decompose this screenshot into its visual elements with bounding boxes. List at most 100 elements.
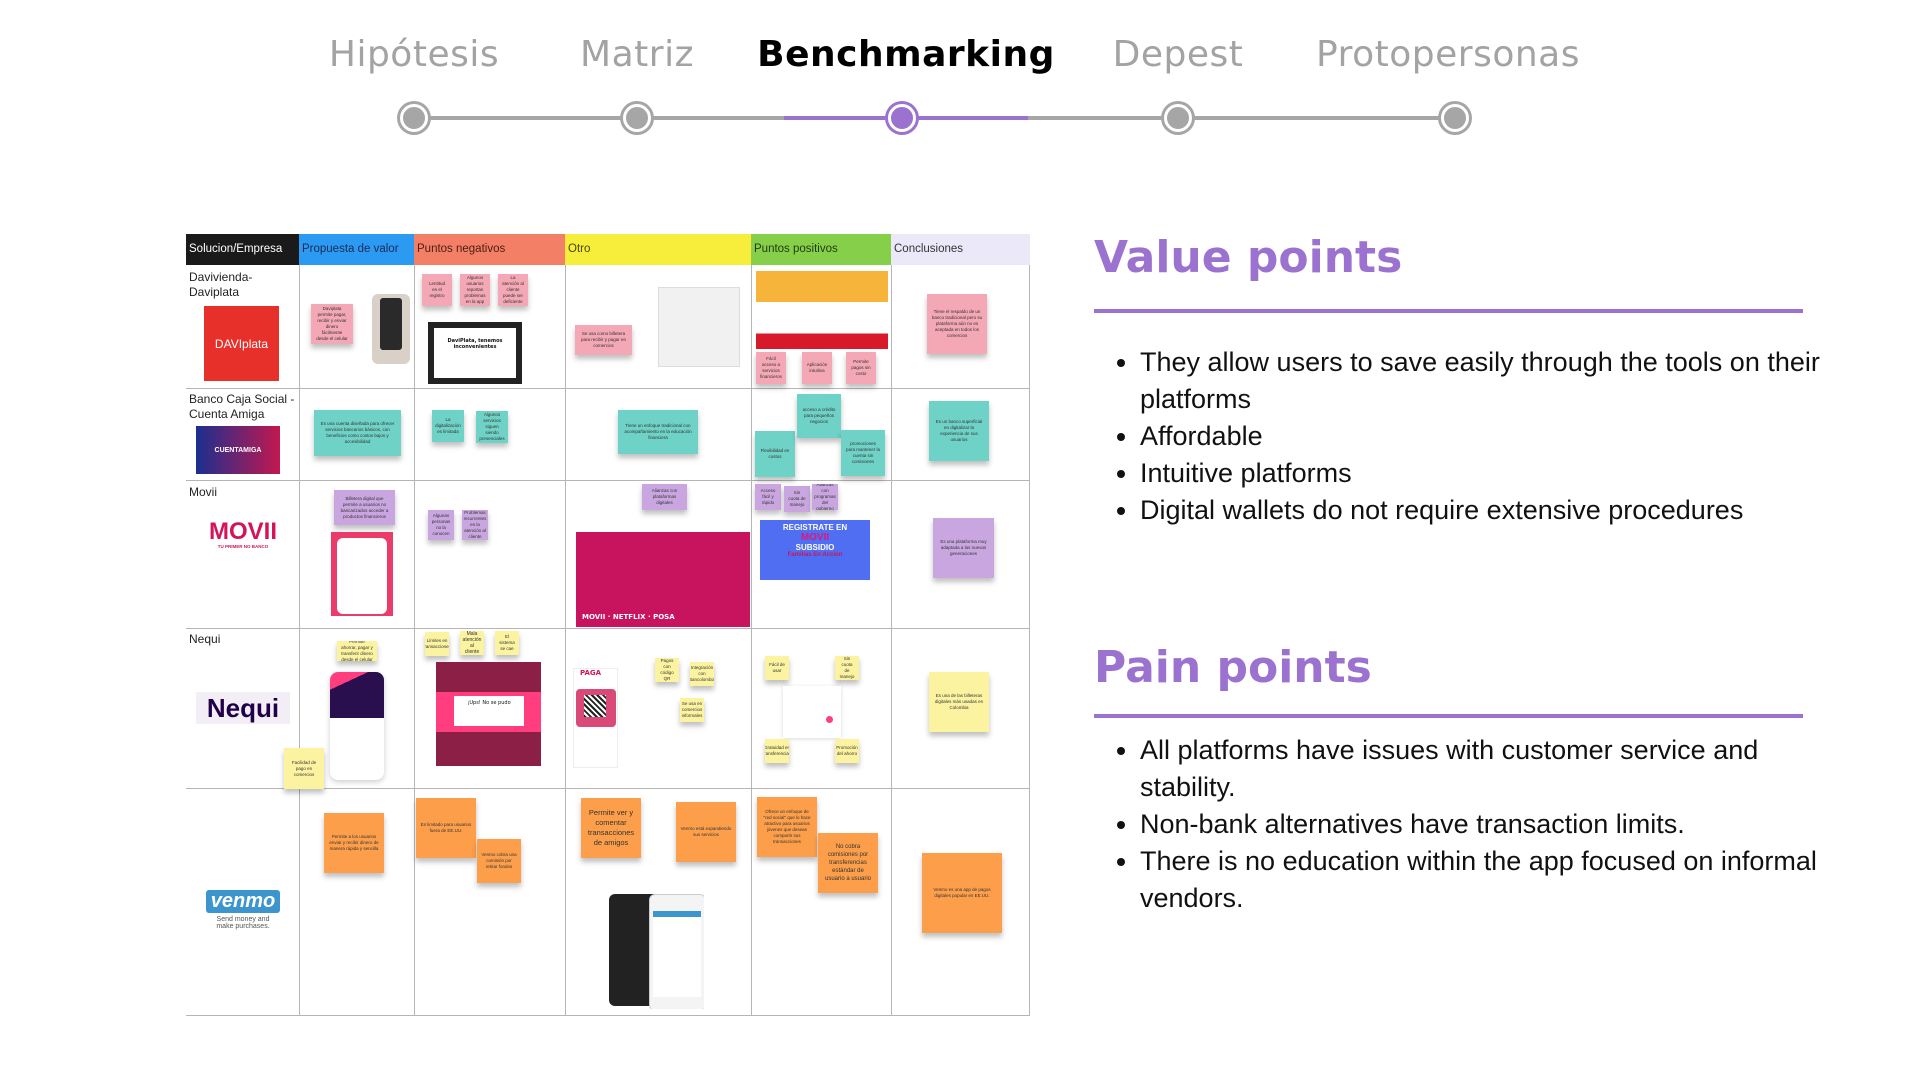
value-point-item: They allow users to save easily through … xyxy=(1140,344,1840,418)
promo-banner xyxy=(756,271,888,349)
banner-line-2: MOVII xyxy=(800,532,830,543)
header-conclusiones: Conclusiones xyxy=(891,234,1030,265)
nequi-qr-poster: PAGA xyxy=(573,668,618,768)
value-point-item: Affordable xyxy=(1140,418,1840,455)
sticky-note: Mala atención al cliente xyxy=(460,631,484,655)
movii-logo-tagline: TU PRIMER NO BANCO xyxy=(217,543,269,549)
step-matriz-label[interactable]: Matriz xyxy=(580,34,694,75)
nequi-logo-text: Nequi xyxy=(206,692,280,723)
sticky-note: No cobra comisiones por transferencias e… xyxy=(818,833,878,893)
step-matriz-dot[interactable] xyxy=(623,104,651,132)
phone-image xyxy=(372,294,410,364)
pain-point-item: Non-bank alternatives have transaction l… xyxy=(1140,806,1840,843)
pain-point-item: All platforms have issues with customer … xyxy=(1140,732,1840,806)
sticky-note: Aplicación intuitiva xyxy=(802,352,832,384)
info-graphic xyxy=(658,287,740,367)
header-propuesta-valor: Propuesta de valor xyxy=(299,234,414,265)
venmo-logo-text: venmo xyxy=(205,890,281,913)
sticky-note: Permite ahorrar, pagar y transferir dine… xyxy=(337,641,377,661)
sticky-note: Tiene el respaldo de un banco tradiciona… xyxy=(927,294,987,354)
row-label-daviplata: Davivienda-Daviplata xyxy=(189,270,253,299)
sticky-note: La atención al cliente puede ser deficie… xyxy=(498,274,528,306)
step-depest-label[interactable]: Depest xyxy=(1112,34,1244,75)
sticky-note: Venmo es una app de pagos digitales popu… xyxy=(922,853,1002,933)
grid-line xyxy=(186,1015,1030,1016)
step-hipotesis-label[interactable]: Hipótesis xyxy=(328,34,500,75)
header-solucion-empresa: Solucion/Empresa xyxy=(186,234,299,265)
nequi-error-screenshot: ¡Ups! No se pudo xyxy=(436,662,541,766)
sticky-note: Flexibilidad en costos xyxy=(755,431,795,477)
grid-line xyxy=(891,265,892,1015)
row-label-nequi: Nequi xyxy=(189,632,221,646)
error-screenshot: DaviPlata, tenemos inconvenientes xyxy=(428,322,522,384)
step-benchmarking-label[interactable]: Benchmarking xyxy=(757,34,1055,75)
banner-line-4: Familias En Acción xyxy=(787,552,843,558)
venmo-logo: venmo Send money and make purchases. xyxy=(204,880,282,940)
grid-line xyxy=(565,265,566,1015)
daviplata-logo: DAVIplata xyxy=(204,306,279,381)
nequi-logo: Nequi xyxy=(196,692,290,724)
sticky-note: Integración con Bancolombia xyxy=(690,662,714,686)
step-benchmarking-dot[interactable] xyxy=(888,104,916,132)
pain-point-item: There is no education within the app foc… xyxy=(1140,843,1840,917)
cuentamiga-banner: CUENTAMIGA xyxy=(196,426,280,474)
step-hipotesis-dot[interactable] xyxy=(400,104,428,132)
sticky-note: Venmo cobra una comisión por retirar fon… xyxy=(477,839,521,883)
benchmark-board: Solucion/Empresa Propuesta de valor Punt… xyxy=(186,234,1030,1016)
grid-line xyxy=(186,388,1030,389)
value-point-item: Digital wallets do not require extensive… xyxy=(1140,492,1840,529)
movii-netflix-promo-text: MOVII · NETFLIX · POSA xyxy=(582,613,675,621)
sticky-note: Sin cuota de manejo xyxy=(784,486,810,512)
daviplata-logo-text: DAVIplata xyxy=(214,336,269,351)
sticky-note: La digitalización es limitada xyxy=(432,410,464,442)
grid-line xyxy=(186,788,1030,789)
sticky-note: Límites en transacciones xyxy=(425,632,449,656)
sticky-note: Alianzas con plataformas digitales xyxy=(642,484,687,510)
sticky-note: acceso a crédito para pequeños negocios xyxy=(797,394,841,438)
sticky-note: Daviplata permite pagar, recibir y envia… xyxy=(311,304,353,344)
error-dialog-text: DaviPlata, tenemos inconvenientes xyxy=(434,328,516,378)
row-label-movii: Movii xyxy=(189,485,218,499)
sticky-note: Acceso fácil y rápido xyxy=(755,484,781,510)
nequi-error-text: ¡Ups! No se pudo xyxy=(454,696,524,726)
value-points-list: They allow users to save easily through … xyxy=(1110,344,1840,529)
grid-line xyxy=(299,265,300,1015)
value-point-item: Intuitive platforms xyxy=(1140,455,1840,492)
sticky-note: Venmo está expandiendo sus servicios xyxy=(676,802,736,862)
sticky-note: Alianzas con programas del gobierno xyxy=(812,484,838,510)
sticky-note: Lentitud en el registro xyxy=(422,274,452,306)
step-depest-dot[interactable] xyxy=(1164,104,1192,132)
sticky-note: promociones para mantener la cuenta sin … xyxy=(841,430,885,476)
header-puntos-negativos: Puntos negativos xyxy=(414,234,565,265)
sticky-note: Problemas recurrentes en la atención al … xyxy=(462,510,488,540)
step-protopersonas-dot[interactable] xyxy=(1441,104,1469,132)
sticky-note: Es una plataforma muy adaptada a las nue… xyxy=(933,518,994,578)
step-protopersonas-label[interactable]: Protopersonas xyxy=(1316,34,1580,75)
header-otro: Otro xyxy=(565,234,751,265)
grid-line xyxy=(414,265,415,1015)
pain-points-divider xyxy=(1094,714,1803,718)
movii-netflix-promo: MOVII · NETFLIX · POSA xyxy=(576,532,750,627)
sticky-note: Permite ver y comentar transacciones de … xyxy=(581,798,641,858)
pain-points-list: All platforms have issues with customer … xyxy=(1110,732,1840,917)
nequi-app-detail xyxy=(783,686,841,738)
cuentamiga-banner-text: CUENTAMIGA xyxy=(214,446,262,454)
grid-line xyxy=(186,480,1030,481)
venmo-phones-image xyxy=(609,894,704,1009)
sticky-note: El sistema se cae xyxy=(495,631,519,655)
sticky-note: Fácil de usar xyxy=(765,656,789,680)
sticky-note: Ofrece un enfoque de "red social" que lo… xyxy=(757,797,817,857)
pain-points-title: Pain points xyxy=(1094,642,1372,693)
sticky-note: Pagos con código QR xyxy=(655,658,679,682)
sticky-note: Es una cuenta diseñada para ofrecer serv… xyxy=(314,410,401,456)
nequi-qr-poster-title: PAGA xyxy=(580,669,602,677)
movii-logo: MOVII TU PRIMER NO BANCO xyxy=(196,514,290,554)
movii-subsidio-banner: REGISTRATE EN MOVII SUBSIDIO Familias En… xyxy=(760,520,870,580)
movii-logo-text: MOVII xyxy=(208,517,277,545)
sticky-note: Tiene un enfoque tradicional con acompañ… xyxy=(618,410,698,454)
nequi-app-screenshot xyxy=(330,672,384,780)
movii-app-screenshot xyxy=(331,532,393,616)
sticky-note: Es una de las billeteras digitales más u… xyxy=(929,672,989,732)
row-label-caja-social: Banco Caja Social - Cuenta Amiga xyxy=(189,392,295,421)
grid-line xyxy=(186,628,1030,629)
